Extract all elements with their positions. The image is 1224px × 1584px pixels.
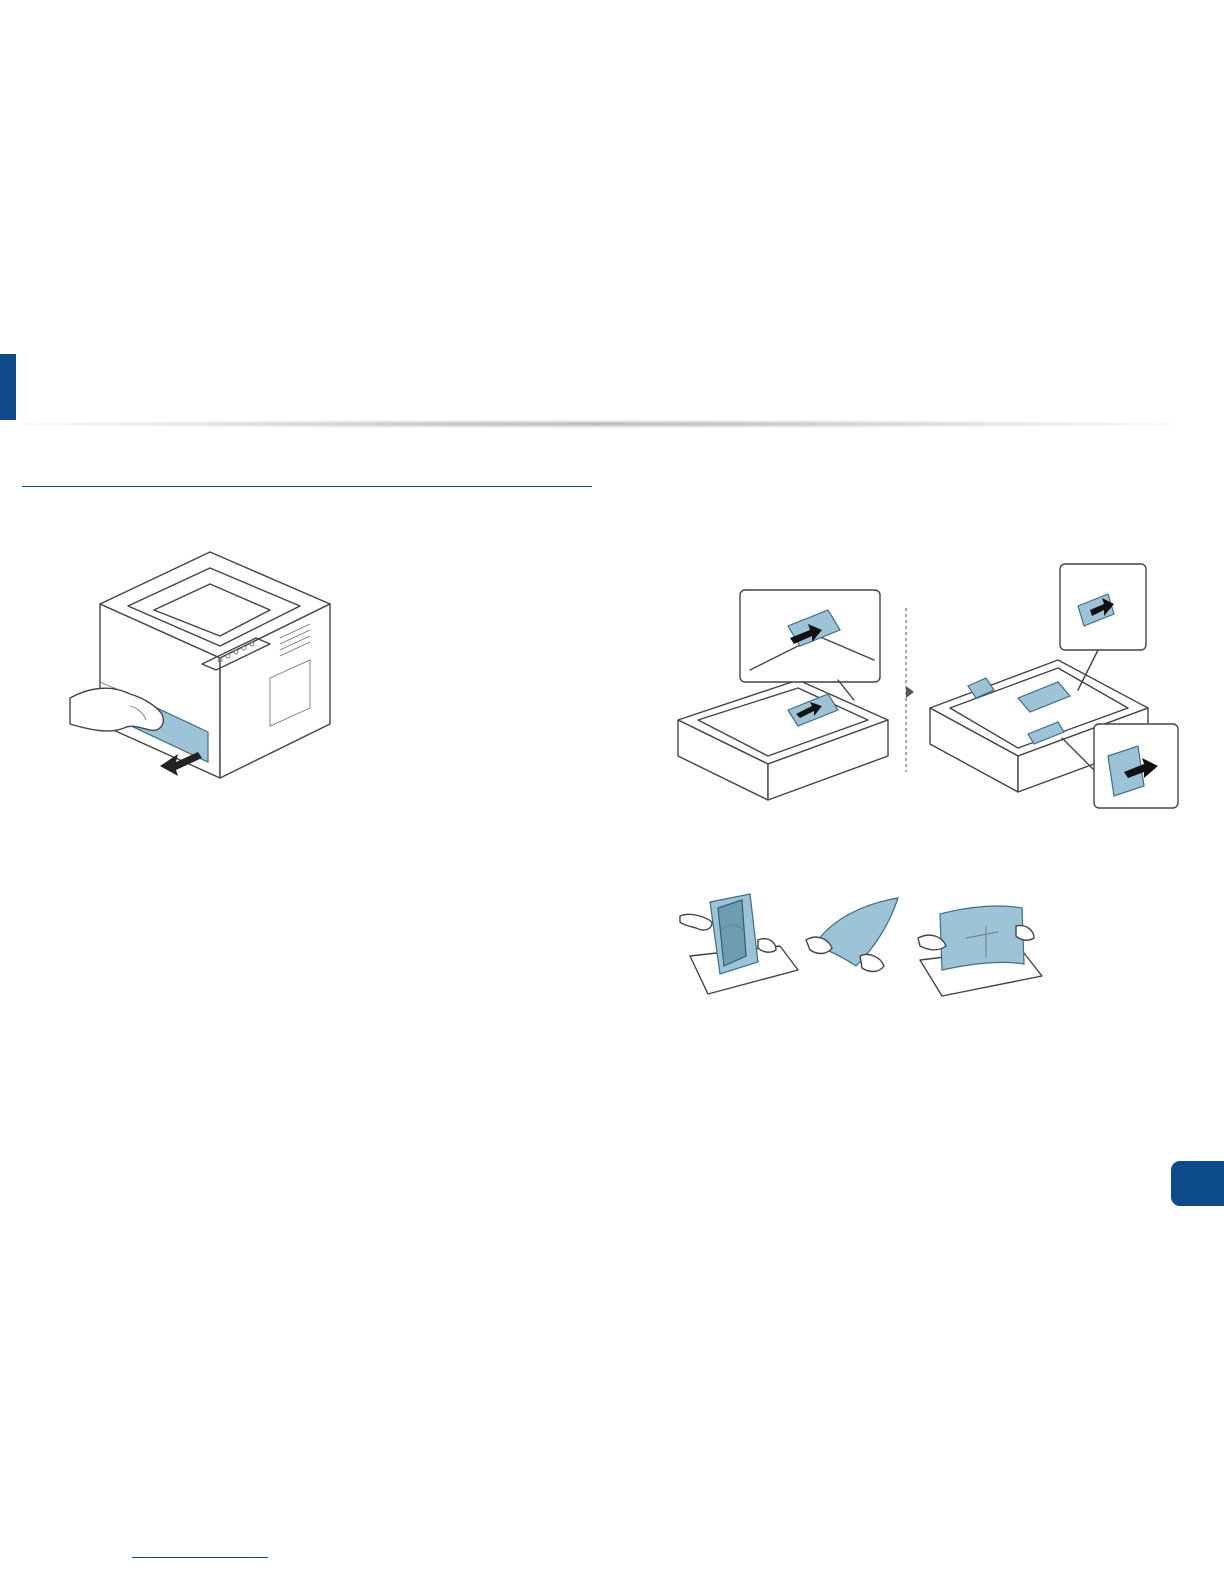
tray-guide-adjust-figure <box>678 560 1178 810</box>
section-divider <box>22 486 592 487</box>
printer-tray-pull-figure <box>70 548 340 798</box>
header-divider <box>16 420 1176 428</box>
paper-flex-fan-figure <box>680 886 1060 1006</box>
chapter-tab <box>0 354 16 420</box>
footer-link-rule[interactable] <box>132 1557 268 1558</box>
page-number-badge <box>1171 1161 1224 1206</box>
